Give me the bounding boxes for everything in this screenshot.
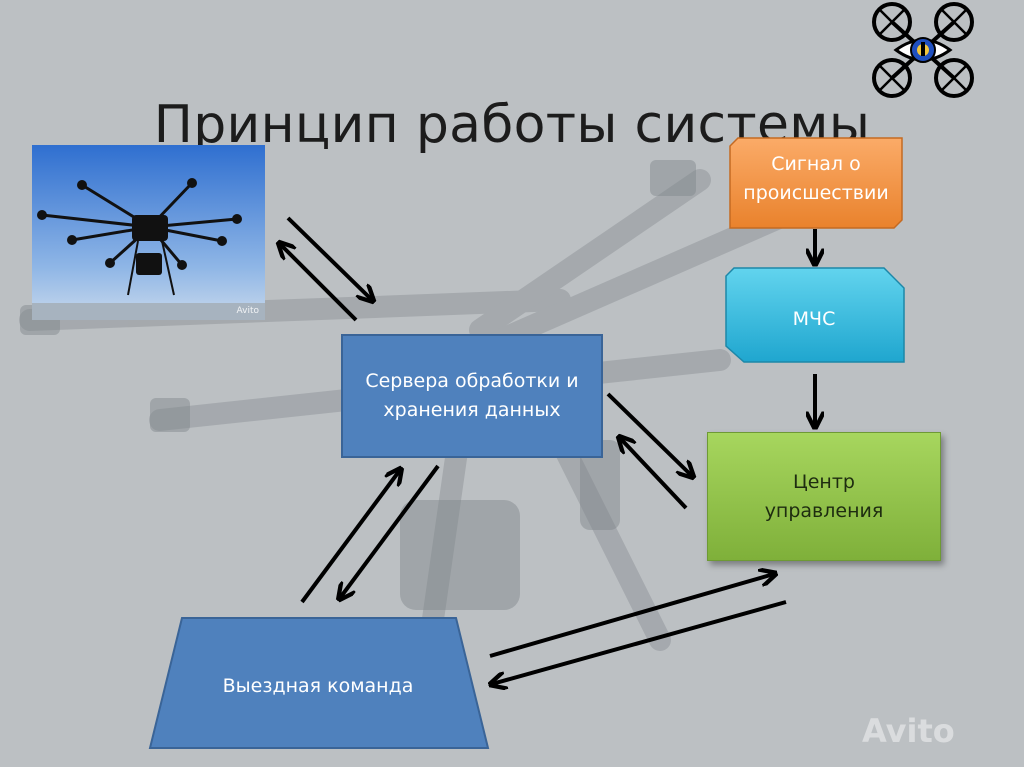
arrow-servers-to-team <box>340 464 440 598</box>
field-team-node <box>148 617 490 749</box>
servers-node: Сервера обработки и хранения данных <box>341 334 603 458</box>
mchs-node <box>725 267 905 363</box>
arrow-team-to-servers <box>300 470 400 604</box>
mchs-label: МЧС <box>792 308 836 330</box>
arrows <box>280 216 815 684</box>
drone-eye-logo-icon <box>872 2 974 98</box>
control-center-node: Центр управления <box>707 432 941 561</box>
signal-node <box>729 137 903 229</box>
arrow-center-to-servers <box>620 438 688 510</box>
servers-label-line-2: хранения данных <box>383 399 561 421</box>
photo-watermark: Avito <box>236 306 260 316</box>
field-team-label: Выездная команда <box>222 675 414 697</box>
octocopter-image <box>32 145 265 320</box>
arrow-drone-to-servers <box>286 216 372 300</box>
avito-watermark: Avito <box>862 712 955 750</box>
control-center-label-line-2: управления <box>764 499 884 522</box>
control-center-label-line-1: Центр <box>792 470 855 493</box>
drone-photo: Avito <box>32 145 265 320</box>
signal-label-line-2: происшествии <box>743 182 889 204</box>
servers-label-line-1: Сервера обработки и <box>365 370 579 392</box>
arrow-team-to-center <box>489 574 774 658</box>
signal-label: Сигнал о происшествии <box>730 150 902 208</box>
arrow-center-to-team <box>492 600 787 684</box>
arrow-servers-to-center <box>606 392 692 476</box>
signal-label-line-1: Сигнал о <box>771 153 861 175</box>
arrow-servers-to-drone <box>280 244 358 322</box>
